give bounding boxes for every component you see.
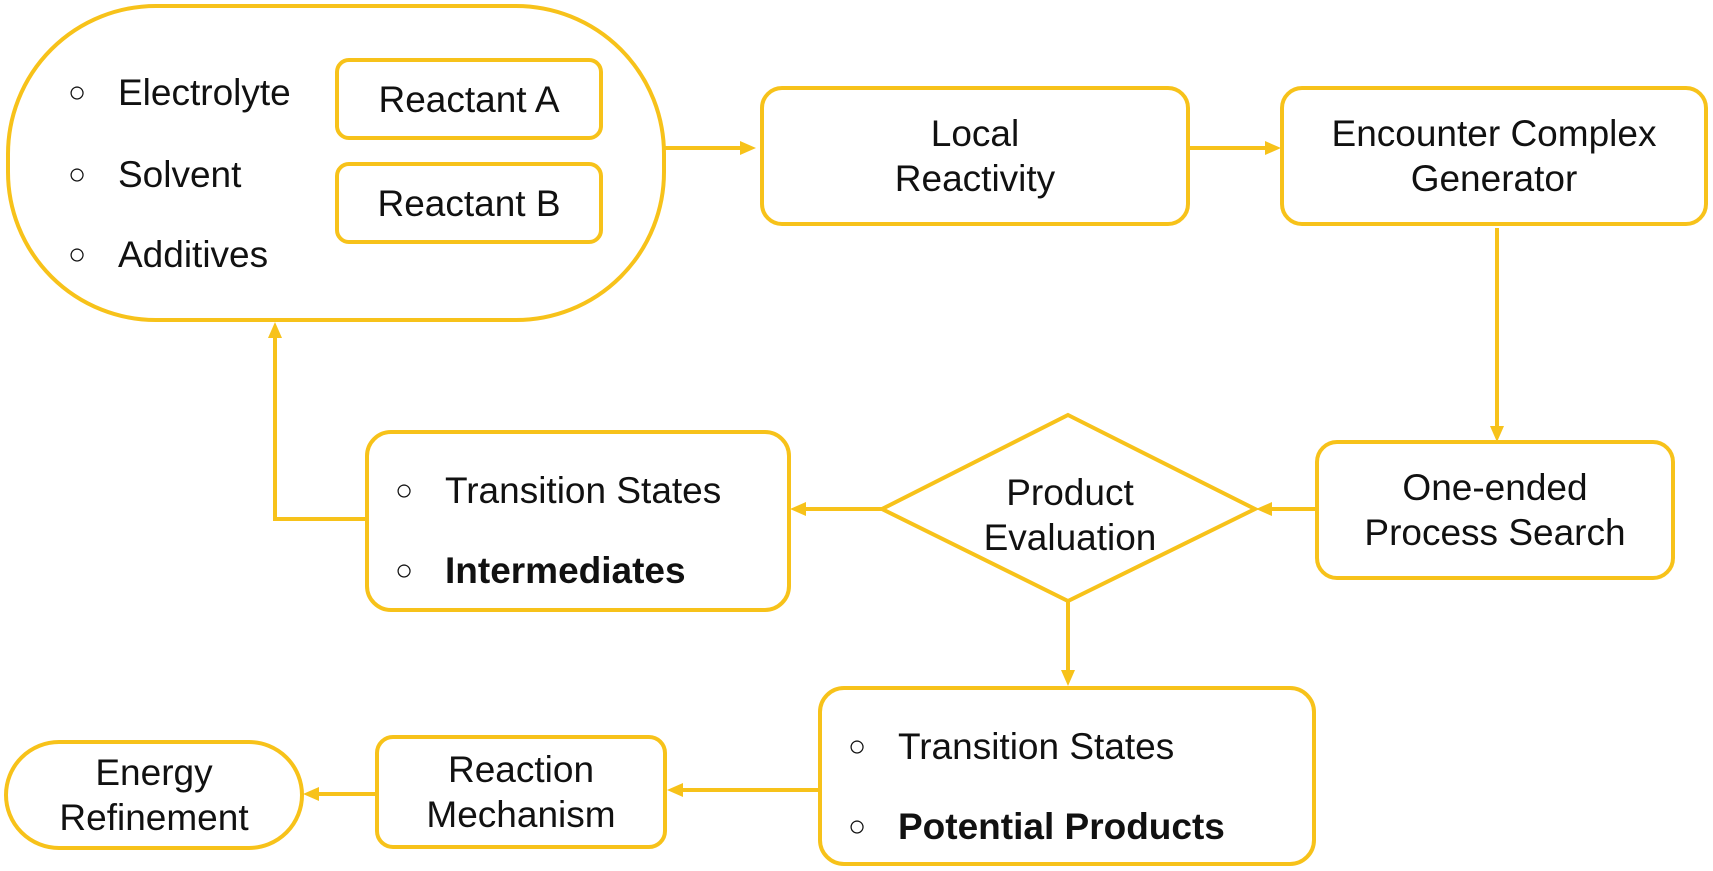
- additives-label: Additives: [118, 234, 269, 275]
- list-item: ○ Transition States: [395, 470, 721, 512]
- encounter-complex-line2: Generator: [1410, 158, 1578, 199]
- product-evaluation-line2: Evaluation: [983, 517, 1157, 558]
- reaction-mechanism-line2: Mechanism: [426, 794, 616, 835]
- potential-products-box: ○ Transition States ○ Potential Products: [818, 686, 1316, 866]
- intermediates-box: ○ Transition States ○ Intermediates: [365, 430, 791, 612]
- product-evaluation-diamond: [877, 412, 1260, 604]
- arrowhead: [303, 787, 319, 801]
- local-reactivity-box: Local Reactivity: [760, 86, 1190, 226]
- reaction-mechanism-line1: Reaction: [447, 749, 595, 790]
- arrowhead: [740, 141, 756, 155]
- bullet-icon: ○: [848, 730, 867, 763]
- energy-refinement-line2: Refinement: [59, 797, 249, 838]
- encounter-complex-box: Encounter Complex Generator: [1280, 86, 1708, 226]
- bullet-icon: ○: [68, 158, 87, 191]
- bullet-icon: ○: [395, 554, 414, 587]
- reactant-a-label: Reactant A: [378, 78, 560, 120]
- arrowhead: [1265, 141, 1281, 155]
- list-item: ○ Potential Products: [848, 806, 1225, 848]
- arrowhead: [1061, 670, 1075, 686]
- energy-refinement-box: Energy Refinement: [4, 740, 304, 850]
- arrowhead: [268, 322, 282, 338]
- intermediates-label: Intermediates: [445, 550, 686, 591]
- reactant-b-label: Reactant B: [377, 182, 561, 224]
- list-item: ○ Solvent: [68, 154, 241, 196]
- reactant-b-box: Reactant B: [335, 162, 603, 244]
- list-item: ○ Intermediates: [395, 550, 686, 592]
- input-group-box: ○ Electrolyte ○ Solvent ○ Additives: [6, 4, 666, 322]
- potential-products-label: Potential Products: [898, 806, 1225, 847]
- transition-states-label: Transition States: [445, 470, 722, 511]
- product-evaluation-line1: Product: [1006, 472, 1134, 513]
- list-item: ○ Additives: [68, 234, 268, 276]
- reaction-mechanism-box: Reaction Mechanism: [375, 735, 667, 849]
- transition-states-label: Transition States: [898, 726, 1175, 767]
- one-ended-search-box: One-ended Process Search: [1315, 440, 1675, 580]
- electrolyte-label: Electrolyte: [118, 72, 291, 113]
- bullet-icon: ○: [68, 76, 87, 109]
- bullet-icon: ○: [395, 474, 414, 507]
- solvent-label: Solvent: [118, 154, 242, 195]
- one-ended-line2: Process Search: [1364, 512, 1626, 553]
- arrowhead: [1490, 426, 1504, 442]
- arrow-intermediates-to-input: [273, 336, 365, 521]
- list-item: ○ Transition States: [848, 726, 1174, 768]
- encounter-complex-line1: Encounter Complex: [1331, 113, 1657, 154]
- energy-refinement-line1: Energy: [95, 752, 213, 793]
- one-ended-line1: One-ended: [1402, 467, 1588, 508]
- arrowhead: [1256, 502, 1272, 516]
- arrowhead: [790, 502, 806, 516]
- arrowhead: [667, 783, 683, 797]
- local-reactivity-line2: Reactivity: [894, 158, 1056, 199]
- local-reactivity-line1: Local: [930, 113, 1020, 154]
- product-evaluation-label: Product Evaluation: [880, 460, 1260, 570]
- bullet-icon: ○: [68, 238, 87, 271]
- bullet-icon: ○: [848, 810, 867, 843]
- list-item: ○ Electrolyte: [68, 72, 291, 114]
- reactant-a-box: Reactant A: [335, 58, 603, 140]
